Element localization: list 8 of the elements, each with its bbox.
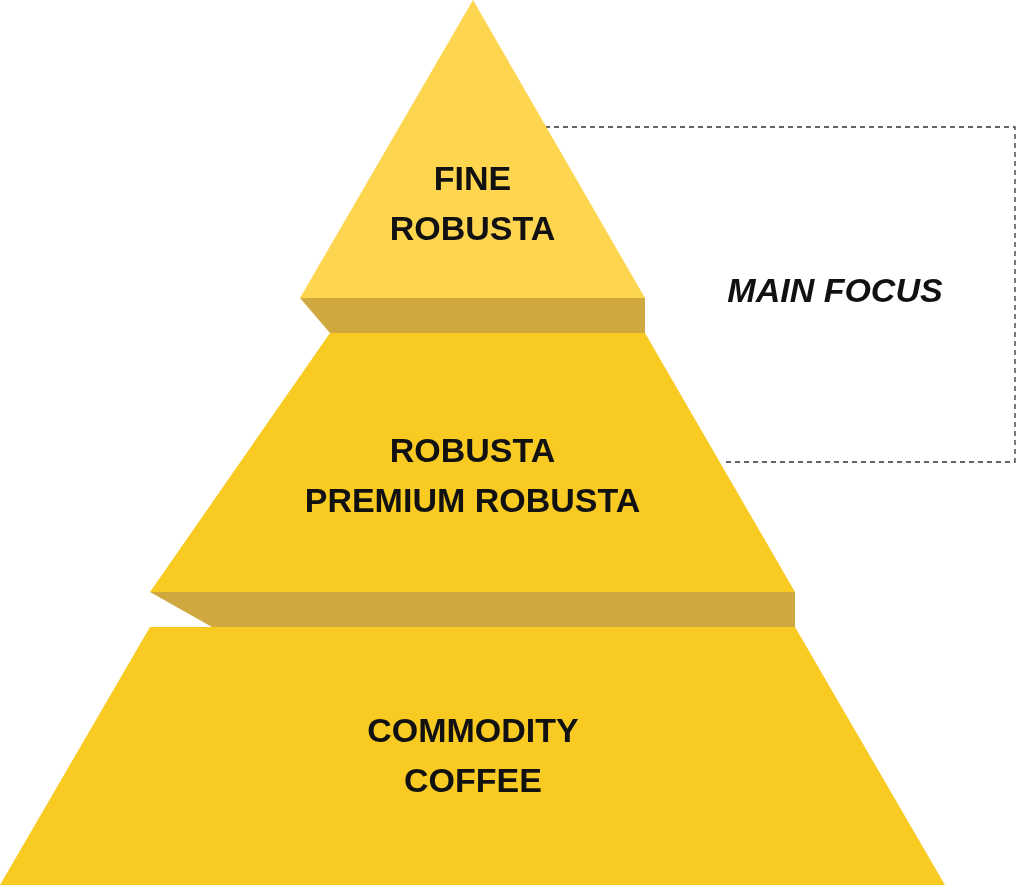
pyramid-tier — [300, 0, 645, 298]
tier-label: FINE ROBUSTA — [388, 158, 557, 249]
tier-label: PREMIUM ROBUSTA — [303, 480, 642, 521]
tier-label: ROBUSTA — [388, 430, 557, 471]
tier-label: COMMODITY COFFEE — [366, 710, 580, 801]
bracket-label: MAIN FOCUS — [727, 270, 943, 310]
pyramid-tier — [0, 627, 945, 885]
pyramid-tier — [150, 333, 795, 592]
